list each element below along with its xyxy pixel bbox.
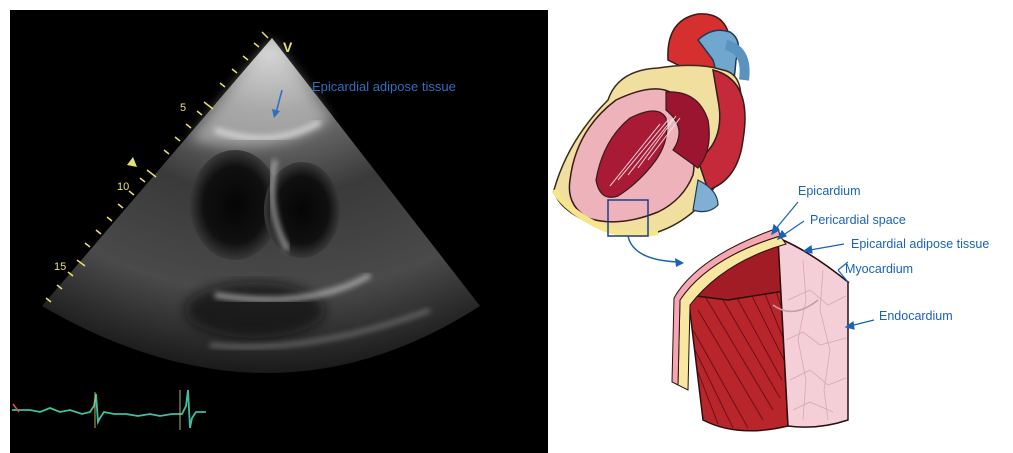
heart-illustration [548,0,1013,453]
endocardium-face [778,238,848,427]
label-endocardium: Endocardium [879,309,953,323]
epicardial-adipose-tissue-annotation: Epicardial adipose tissue [312,79,456,94]
probe-marker: V [283,39,292,55]
ecg-trace [12,390,206,428]
label-epicardial-adipose-tissue: Epicardial adipose tissue [851,237,989,251]
label-pericardial-space: Pericardial space [810,213,906,227]
depth-label-10: 10 [117,181,129,193]
focus-marker [127,157,137,167]
label-myocardium: Myocardium [845,262,913,276]
depth-label-5: 5 [180,102,186,114]
depth-label-15: 15 [54,261,66,273]
label-epicardium: Epicardium [798,184,861,198]
heart-wall-diagram: Epicardium Pericardial space Epicardial … [548,0,1013,453]
echocardiogram-image: V Epicardial adipose tissue 5 10 15 [10,10,548,453]
ultrasound-scan [10,10,548,453]
